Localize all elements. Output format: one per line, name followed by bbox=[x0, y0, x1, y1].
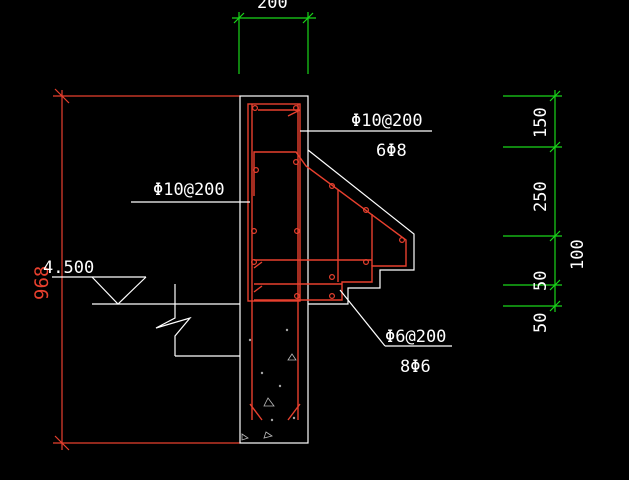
callout-bottom-right-line1: Φ6@200 bbox=[385, 327, 446, 347]
height-dimension-label: 968 bbox=[31, 266, 53, 300]
callout-top-right-line2: 6Φ8 bbox=[376, 141, 407, 161]
right-dimension-150: 150 bbox=[531, 107, 551, 138]
callout-top-right-line1: Φ10@200 bbox=[351, 111, 423, 131]
right-dimension-50a: 50 bbox=[531, 271, 551, 291]
right-dimension-chain bbox=[503, 90, 562, 312]
right-dimension-total: 100 bbox=[568, 239, 588, 270]
column-rebar bbox=[247, 103, 301, 421]
concrete-hatch bbox=[241, 328, 297, 441]
callout-leaders bbox=[131, 130, 452, 347]
bracket-outline bbox=[307, 149, 415, 305]
break-line bbox=[155, 284, 240, 357]
callout-left-line1: Φ10@200 bbox=[153, 180, 225, 200]
rebar-dots bbox=[251, 104, 406, 300]
right-dimension-50b: 50 bbox=[531, 313, 551, 333]
column-outline bbox=[239, 95, 309, 444]
height-dimension bbox=[53, 88, 240, 451]
right-dimension-250: 250 bbox=[531, 181, 551, 212]
bracket-rebar bbox=[253, 151, 407, 301]
top-dimension bbox=[232, 12, 316, 74]
elevation-marker bbox=[52, 276, 240, 305]
callout-bottom-right-line2: 8Φ6 bbox=[400, 357, 431, 377]
elevation-label: 4.500 bbox=[43, 258, 94, 278]
top-dimension-label: 200 bbox=[257, 0, 288, 13]
